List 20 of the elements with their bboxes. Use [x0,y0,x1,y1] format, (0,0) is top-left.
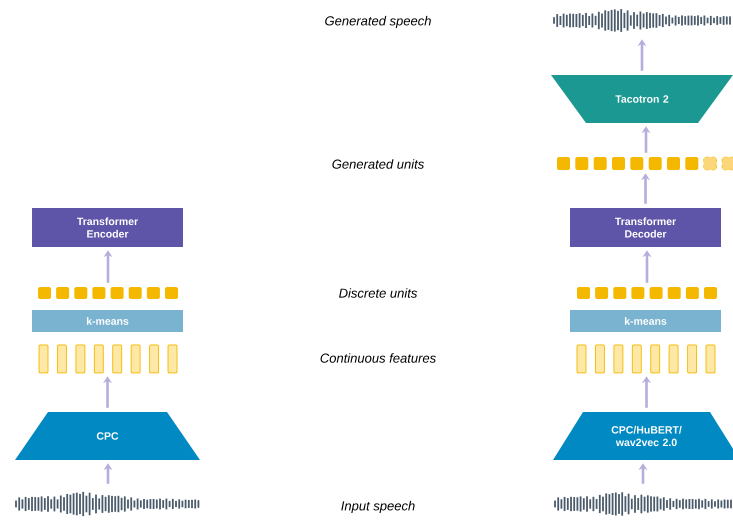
stage-label: Generated units [332,159,424,169]
stage-label: Input speech [341,500,415,514]
encoder-trapezoid: CPC [15,412,200,460]
encoder-box: Transformer Encoder [32,208,183,247]
feature-bars [38,344,178,374]
waveform-drawing [15,492,200,516]
kmeans-box: k-means [570,310,721,332]
waveform-drawing [553,9,731,32]
stage-label: Discrete units [339,288,418,298]
kmeans-box: k-means [32,310,183,332]
stage-label: Continuous features [320,353,436,363]
encoder-trapezoid: CPC/HuBERT/ wav2vec 2.0 [553,412,733,460]
waveform-drawing [554,492,732,516]
unit-squares [38,286,178,299]
feature-bars [576,344,716,374]
unit-squares [577,286,717,299]
stage-label: Generated speech [325,16,431,28]
unit-squares [557,156,733,170]
decoder-box: Transformer Decoder [570,208,721,247]
decoder-trapezoid: Tacotron 2 [551,75,733,123]
